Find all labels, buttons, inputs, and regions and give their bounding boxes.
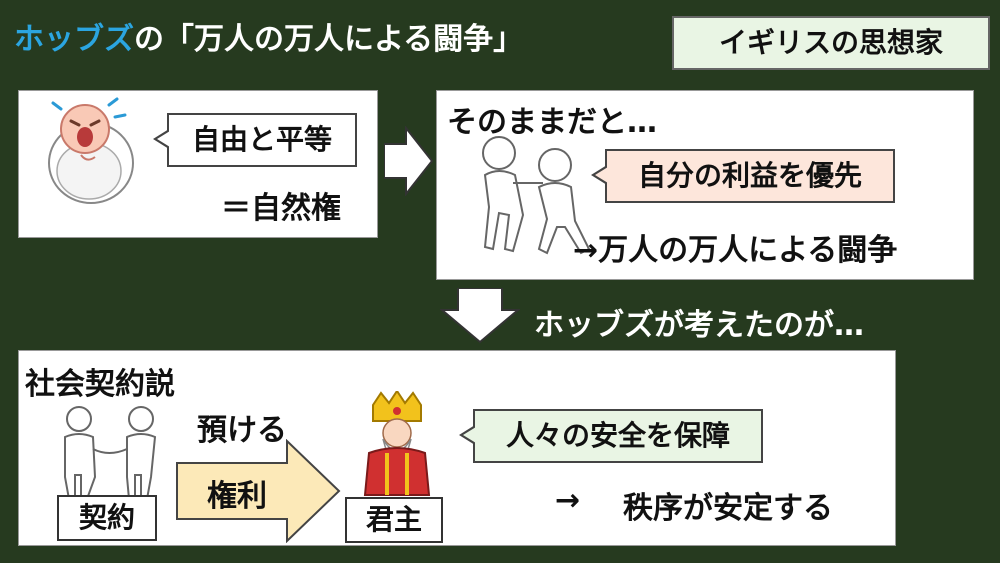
arrow-down-icon: [440, 288, 520, 344]
state-of-nature-heading: そのままだと…: [447, 105, 657, 140]
panel-state-of-nature: そのままだと… 自分の利益を優先 →万人の万人による闘争: [436, 90, 974, 280]
bubble-self-interest: 自分の利益を優先: [591, 149, 895, 203]
entrust-text: 預ける: [197, 413, 287, 448]
arrow-right-icon: [384, 126, 434, 196]
king-icon: [363, 391, 431, 496]
fighting-people-icon: [482, 136, 591, 255]
title-rest: の「万人の万人による闘争」: [134, 22, 524, 57]
natural-right-caption: ＝自然権: [221, 191, 341, 226]
crying-baby-icon: [48, 97, 134, 204]
bubble-ensure-safety: 人々の安全を保障: [459, 409, 763, 463]
page-title: ホッブズの「万人の万人による闘争」: [14, 14, 523, 58]
monarch-label: 君主: [345, 497, 443, 543]
panel-social-contract: 社会契約説 契約 預ける 権利 君主 人々の安全を保障 → 秩序が安定する: [18, 350, 896, 546]
social-contract-heading: 社会契約説: [25, 367, 175, 402]
rights-arrow-icon: [176, 439, 341, 543]
hobbes-idea-text: ホッブズが考えたのが…: [534, 308, 864, 343]
rights-label: 権利: [207, 479, 267, 514]
bubble-freedom-equality: 自由と平等: [153, 113, 357, 167]
result-arrow: →: [555, 483, 581, 518]
war-of-all-result: →万人の万人による闘争: [573, 233, 898, 268]
order-stable-text: 秩序が安定する: [623, 491, 833, 526]
thinker-tag: イギリスの思想家: [672, 16, 990, 70]
panel-natural-right: 自由と平等 ＝自然権: [18, 90, 378, 238]
title-name: ホッブズ: [14, 22, 134, 57]
handshake-people-icon: [64, 406, 157, 500]
contract-label: 契約: [57, 495, 157, 541]
